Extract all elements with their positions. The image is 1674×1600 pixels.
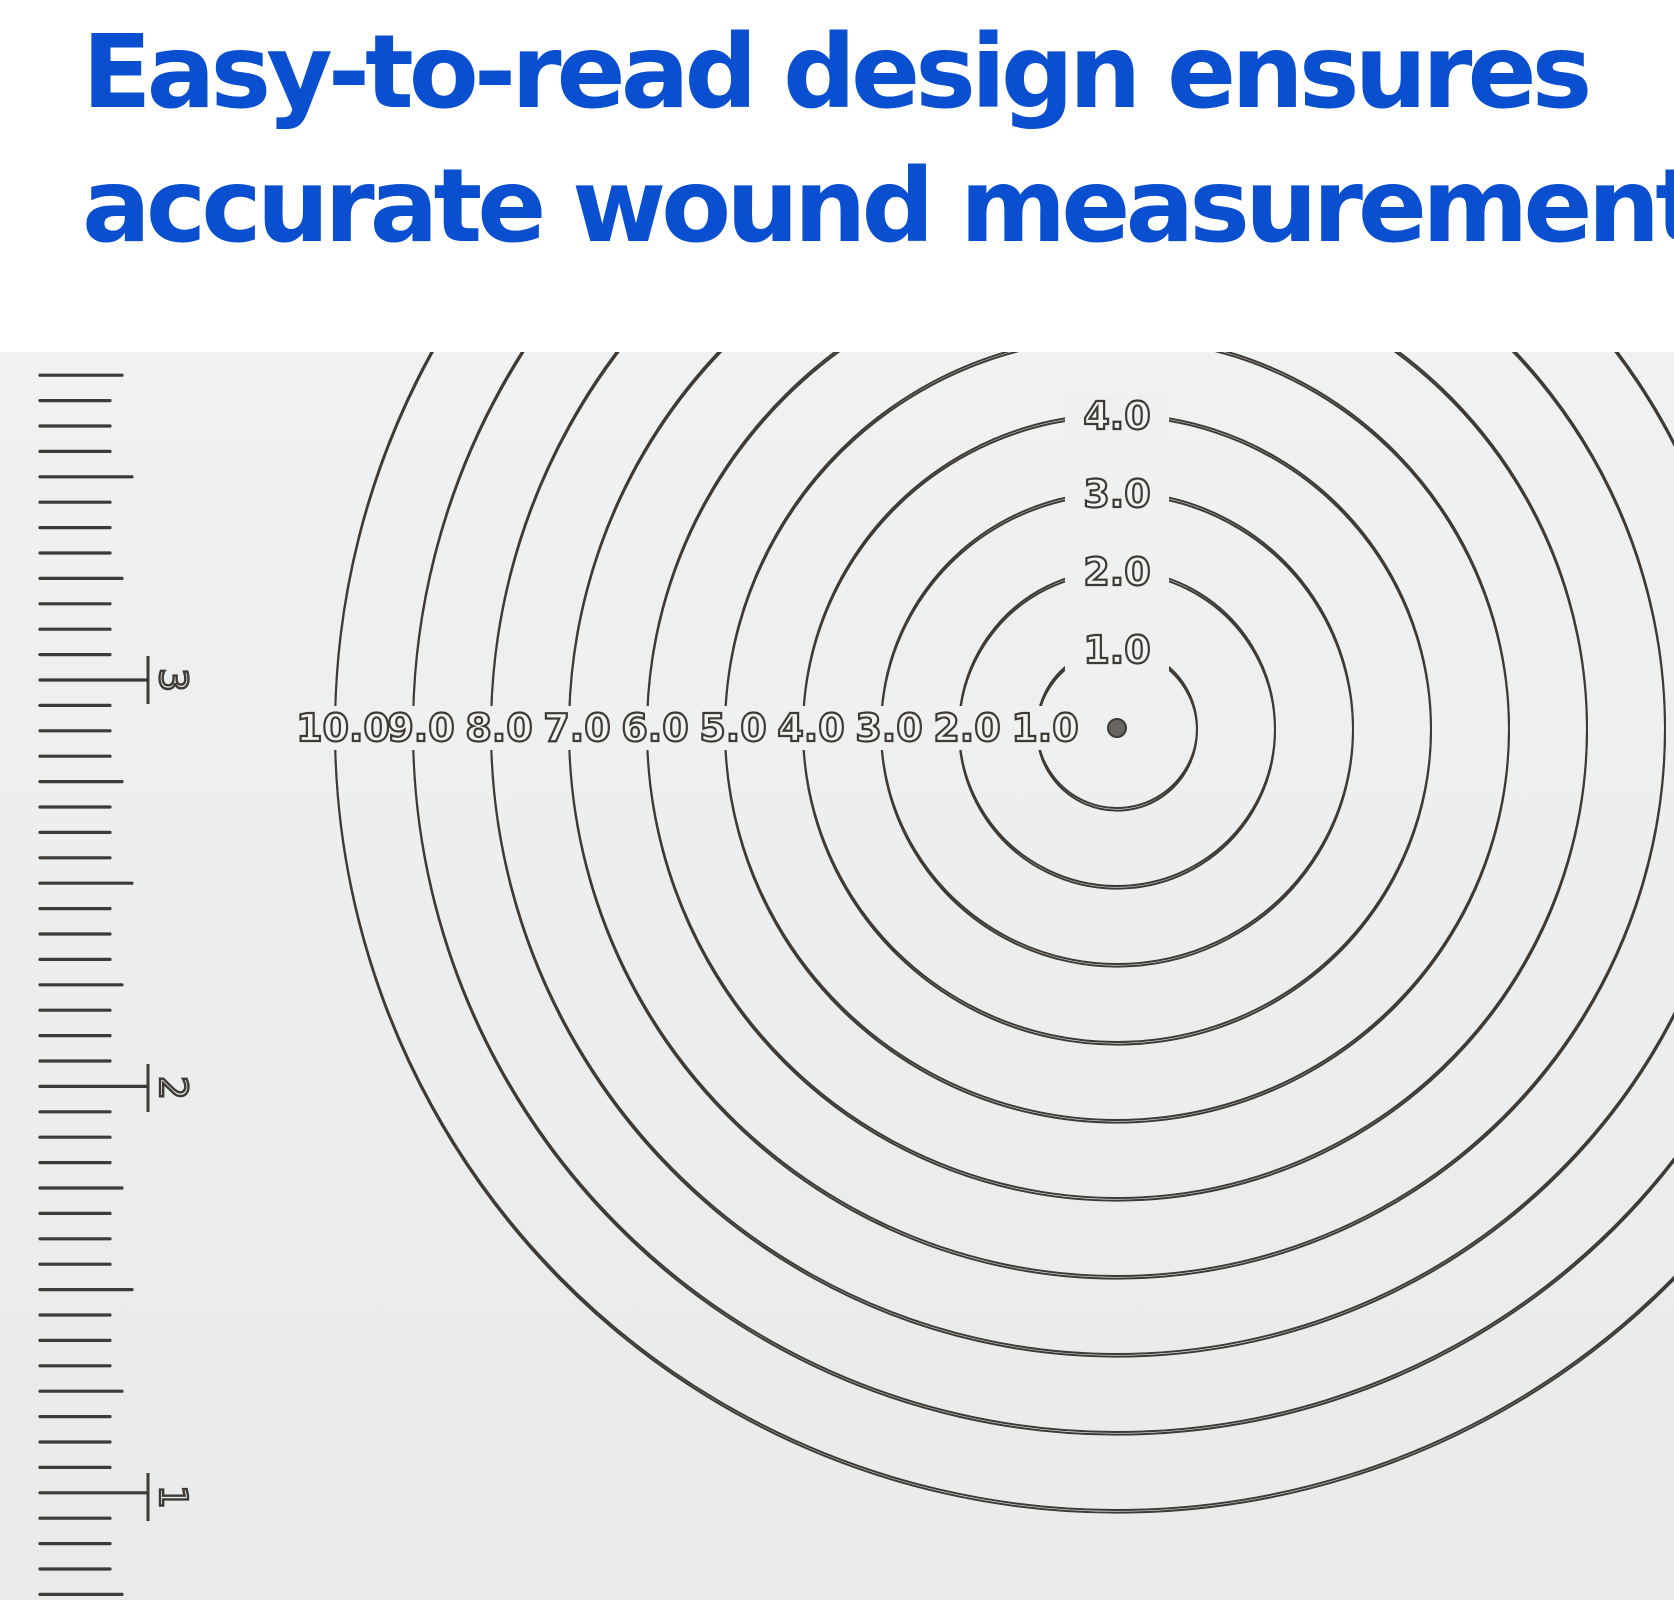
ring-radius-label: 9.0: [387, 706, 454, 750]
measurement-ring: [646, 352, 1588, 1202]
measurement-ring: [724, 352, 1510, 1124]
label-knockout: [1065, 550, 1169, 594]
label-knockout: [1007, 706, 1083, 750]
label-knockout: [1065, 394, 1169, 438]
ruler-inch-label: 1: [151, 1485, 195, 1509]
measurement-ring: [412, 352, 1674, 1436]
ring-radius-label: 6.0: [621, 706, 688, 750]
label-knockout: [851, 706, 927, 750]
ruler-inch-label: 3: [151, 668, 195, 692]
wound-measuring-guide: 321 1.02.03.04.05.06.07.08.09.010.01.02.…: [38, 352, 1674, 1597]
label-knockout: [461, 706, 537, 750]
concentric-rings: [334, 352, 1674, 1514]
ruler-inch-label: 2: [151, 1076, 195, 1100]
headline: Easy-to-read design ensures accurate wou…: [82, 6, 1674, 274]
measurement-ring: [334, 352, 1674, 1511]
ring-radius-label: 3.0: [855, 706, 922, 750]
ring-radius-label: 1.0: [1011, 706, 1078, 750]
ruler: 3 2 1: [38, 373, 196, 1597]
ring-top-label: 3.0: [1083, 472, 1150, 516]
label-knockout: [1065, 472, 1169, 516]
ring-top-label: 4.0: [1083, 394, 1150, 438]
ring-top-label: 1.0: [1083, 628, 1150, 672]
ring-radius-label: 5.0: [699, 706, 766, 750]
label-knockout: [383, 706, 459, 750]
label-knockout: [773, 706, 849, 750]
measurement-ring: [568, 352, 1666, 1280]
measurement-ring: [802, 415, 1432, 1046]
label-knockout: [695, 706, 771, 750]
label-knockout: [1065, 628, 1169, 672]
center-dot: [1107, 718, 1127, 738]
ring-radius-label: 7.0: [543, 706, 610, 750]
ring-labels: 1.02.03.04.05.06.07.08.09.010.01.02.03.0…: [295, 393, 1169, 751]
label-knockout: [929, 706, 1005, 750]
headline-line-1: Easy-to-read design ensures: [82, 13, 1592, 132]
label-knockout: [305, 706, 381, 750]
ring-radius-label: 10.0: [296, 706, 390, 750]
label-knockout: [539, 706, 615, 750]
label-knockout: [617, 706, 693, 750]
measurement-ring: [334, 352, 1674, 1514]
measurement-ring: [490, 352, 1674, 1358]
ring-top-label: 2.0: [1083, 550, 1150, 594]
measurement-ring: [412, 352, 1674, 1433]
ring-radius-label: 8.0: [465, 706, 532, 750]
measurement-ring: [958, 571, 1276, 890]
headline-line-2: accurate wound measurements: [82, 147, 1674, 266]
measurement-ring: [490, 352, 1674, 1355]
ring-radius-label: 4.0: [777, 706, 844, 750]
measurement-ring: [880, 493, 1354, 968]
ring-radius-label: 2.0: [933, 706, 1000, 750]
